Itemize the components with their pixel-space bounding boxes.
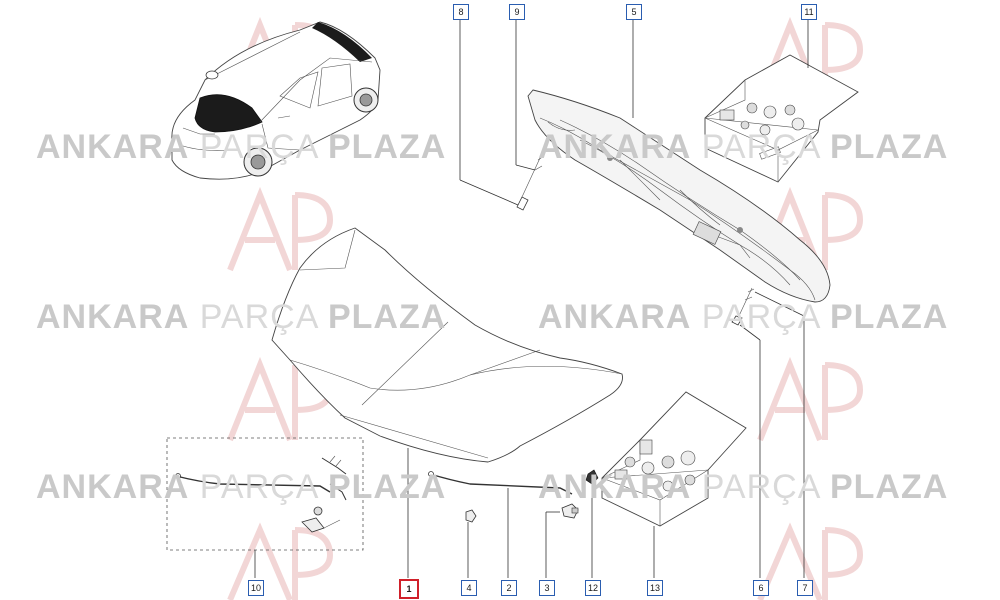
callout-3[interactable]: 3: [539, 580, 555, 596]
callout-8[interactable]: 8: [453, 4, 469, 20]
support-rod-2: [428, 471, 573, 495]
callout-1[interactable]: 1: [399, 579, 419, 599]
hood-stop-8-9: [516, 155, 545, 211]
callout-9[interactable]: 9: [509, 4, 525, 20]
callout-6[interactable]: 6: [753, 580, 769, 596]
leader-lines: [254, 20, 809, 578]
callout-10[interactable]: 10: [248, 580, 264, 596]
hood-stop-6: [731, 287, 755, 326]
fastener-kit-13: [601, 391, 747, 527]
grommet-4: [465, 509, 477, 523]
callout-5[interactable]: 5: [626, 4, 642, 20]
callout-4[interactable]: 4: [461, 580, 477, 596]
support-rod-kit-10: [166, 437, 364, 551]
callout-2[interactable]: 2: [501, 580, 517, 596]
fastener-kit-11: [704, 54, 859, 183]
hood-inner-frame: [527, 89, 831, 303]
hood-panel: [271, 227, 623, 463]
rod-clip-3: [561, 503, 579, 519]
clip-12: [585, 469, 599, 485]
callout-7[interactable]: 7: [797, 580, 813, 596]
car-illustration: [171, 21, 381, 180]
callout-12[interactable]: 12: [585, 580, 601, 596]
callout-11[interactable]: 11: [801, 4, 817, 20]
callout-13[interactable]: 13: [647, 580, 663, 596]
